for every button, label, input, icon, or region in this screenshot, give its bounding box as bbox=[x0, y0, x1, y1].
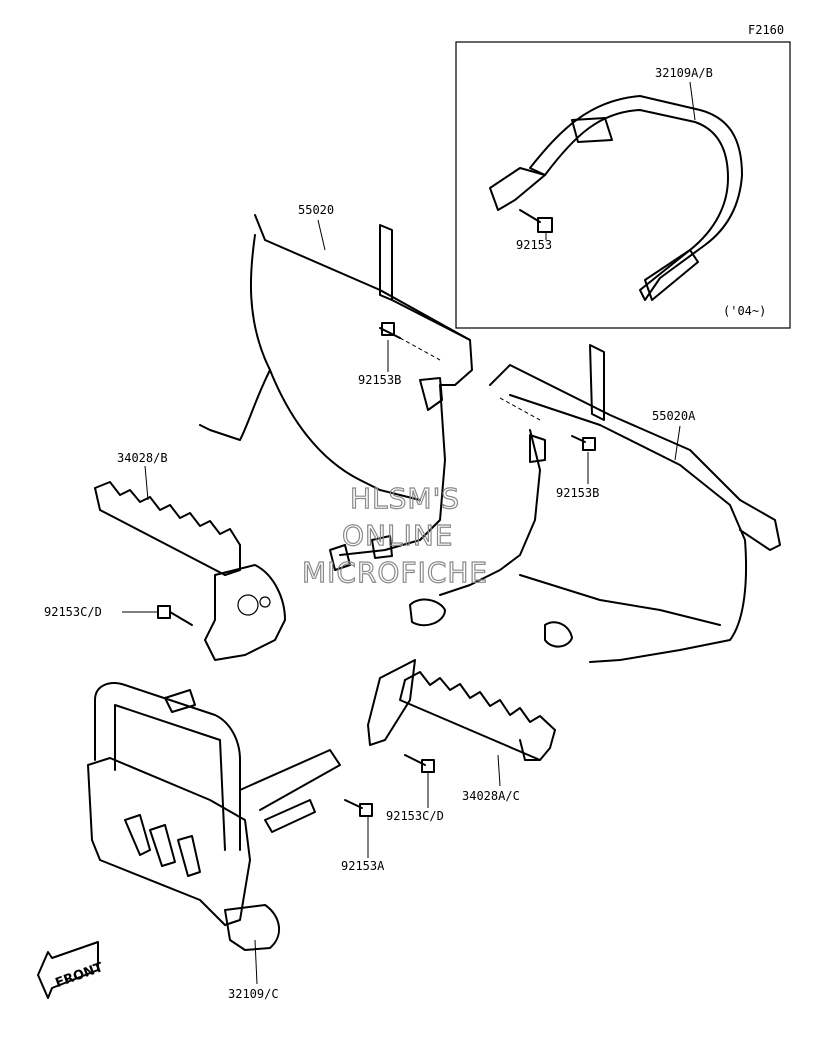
bolt-92153b-left bbox=[379, 322, 441, 361]
leader-32109ab bbox=[689, 81, 696, 121]
label-92153cd-left: 92153C/D bbox=[44, 605, 102, 619]
front-direction-arrow-icon: FRONT bbox=[37, 941, 105, 999]
label-34028ac: 34028A/C bbox=[462, 789, 520, 803]
label-92153b-left: 92153B bbox=[358, 373, 401, 387]
inset-frame bbox=[455, 41, 791, 329]
label-92153cd-right: 92153C/D bbox=[386, 809, 444, 823]
leader-34028b bbox=[144, 465, 149, 501]
label-92153-inset: 92153 bbox=[516, 238, 552, 252]
front-arrow-label: FRONT bbox=[53, 960, 105, 991]
bolt-92153cd-left bbox=[157, 605, 193, 626]
label-92153a: 92153A bbox=[341, 859, 385, 873]
left-footrest-34028b-drawing bbox=[94, 481, 286, 661]
leader-55020a bbox=[674, 425, 681, 461]
right-footrest-34028ac-drawing bbox=[367, 659, 556, 761]
watermark-line3: MICROFICHE bbox=[302, 556, 488, 589]
inset-year-note: ('04~) bbox=[723, 304, 766, 318]
bolt-92153b-right bbox=[571, 435, 596, 451]
bolt-92153cd-right bbox=[404, 754, 435, 773]
leader-32109c bbox=[254, 939, 258, 985]
label-34028b: 34028/B bbox=[117, 451, 168, 465]
figure-code: F2160 bbox=[748, 23, 784, 37]
front-bumper-32109c-drawing bbox=[87, 682, 341, 951]
label-92153b-right: 92153B bbox=[556, 486, 599, 500]
label-55020: 55020 bbox=[298, 203, 334, 217]
watermark: HLSM'S ONLINE MICROFICHE bbox=[301, 481, 488, 589]
left-guard-55020-drawing bbox=[199, 214, 473, 571]
label-55020a: 55020A bbox=[652, 409, 696, 423]
watermark-line2: ONLINE bbox=[342, 519, 453, 552]
bolt-92153-inset bbox=[519, 209, 553, 233]
label-32109c: 32109/C bbox=[228, 987, 279, 1001]
leader-34028ac bbox=[497, 754, 501, 787]
inset-rear-bumper-group: ('04~) 92153 32109A/B bbox=[455, 41, 791, 329]
leader-55020 bbox=[317, 219, 326, 251]
right-guard-55020a-drawing bbox=[409, 344, 781, 663]
watermark-line1: HLSM'S bbox=[350, 482, 460, 515]
rear-bumper-32109ab-drawing bbox=[489, 95, 743, 301]
label-32109ab: 32109A/B bbox=[655, 66, 713, 80]
bolt-92153a bbox=[344, 799, 373, 817]
